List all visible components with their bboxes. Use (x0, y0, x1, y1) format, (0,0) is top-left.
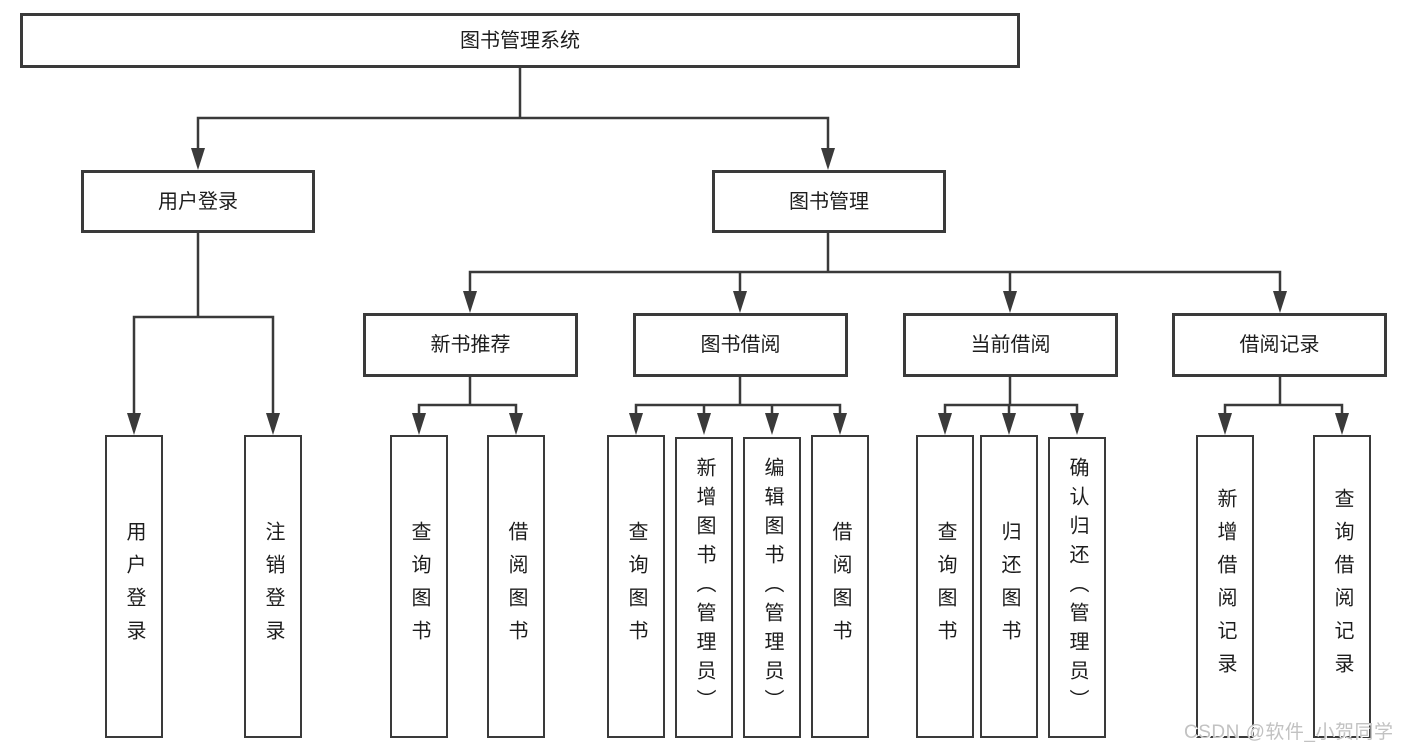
arrow-icon (1002, 413, 1016, 435)
arrow-icon (697, 413, 711, 435)
leaf-edit-books-admin: 编辑图书（管理员） (743, 437, 801, 738)
leaf-borrow-books: 借阅图书 (811, 435, 869, 738)
leaf-add-books-admin: 新增图书（管理员） (675, 437, 733, 738)
node-borrowing-records: 借阅记录 (1172, 313, 1387, 377)
arrow-icon (463, 291, 477, 313)
csdn-watermark: CSDN @软件_小贺同学 (1184, 722, 1394, 743)
leaf-user-login: 用户登录 (105, 435, 163, 738)
connector-root-to-level2 (196, 66, 830, 151)
arrow-icon (1273, 291, 1287, 313)
node-library-system: 图书管理系统 (20, 13, 1020, 68)
leaf-confirm-return-admin: 确认归还（管理员） (1048, 437, 1106, 738)
arrow-icon (1335, 413, 1349, 435)
arrow-icon (266, 413, 280, 435)
arrow-icon (938, 413, 952, 435)
arrow-icon (1070, 413, 1084, 435)
connector-recommend-to-leaves (417, 375, 518, 416)
arrow-icon (733, 291, 747, 313)
node-new-book-recommendation: 新书推荐 (363, 313, 578, 377)
arrow-icon (765, 413, 779, 435)
leaf-add-borrow-record: 新增借阅记录 (1196, 435, 1254, 738)
node-book-management: 图书管理 (712, 170, 946, 233)
arrow-icon (127, 413, 141, 435)
arrow-icon (1218, 413, 1232, 435)
arrow-icon (412, 413, 426, 435)
leaf-query-borrow-record: 查询借阅记录 (1313, 435, 1371, 738)
arrow-icon (191, 148, 205, 170)
leaf-logout: 注销登录 (244, 435, 302, 738)
arrow-icon (821, 148, 835, 170)
arrow-icon (629, 413, 643, 435)
node-book-borrowing: 图书借阅 (633, 313, 848, 377)
node-current-borrowing: 当前借阅 (903, 313, 1118, 377)
arrowheads (127, 148, 1349, 435)
arrow-icon (833, 413, 847, 435)
leaf-query-books-recommend: 查询图书 (390, 435, 448, 738)
leaf-query-books-current: 查询图书 (916, 435, 974, 738)
leaf-query-books-borrowing: 查询图书 (607, 435, 665, 738)
arrow-icon (509, 413, 523, 435)
connector-manage-to-level3 (468, 231, 1282, 294)
arrow-icon (1003, 291, 1017, 313)
connector-login-to-leaves (132, 231, 275, 416)
connector-records-to-leaves (1223, 375, 1344, 416)
node-user-login: 用户登录 (81, 170, 315, 233)
leaf-return-books: 归还图书 (980, 435, 1038, 738)
connector-borrowing-to-leaves (634, 375, 842, 416)
leaf-borrow-books-recommend: 借阅图书 (487, 435, 545, 738)
connector-current-to-leaves (943, 375, 1079, 416)
